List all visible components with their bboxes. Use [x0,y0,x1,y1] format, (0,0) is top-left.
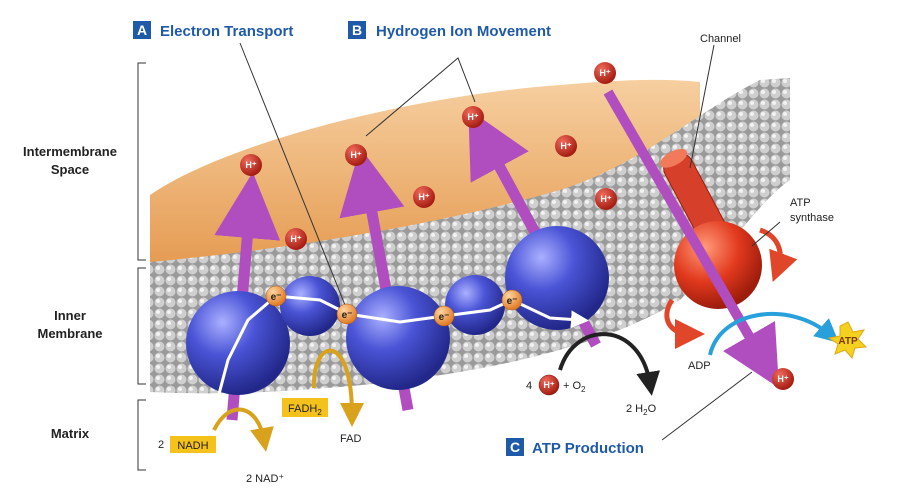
hydrogen-ion-label: H⁺ [777,374,788,384]
label-atp-synthase-line1: ATP [790,197,811,209]
badge-c [506,438,524,456]
hydrogen-ion: H⁺ [595,188,617,210]
hydrogen-ion-label: H⁺ [467,112,478,122]
protein-complex-2 [280,276,340,336]
hydrogen-ion-label: H⁺ [599,68,610,78]
badge-c-letter: C [510,439,520,455]
water-formation-arrow [558,332,660,396]
electron: e⁻ [501,289,523,311]
synthase-rotation-arrow-left [664,298,705,349]
hydrogen-ion-reaction-label: H⁺ [543,380,554,390]
hydrogen-ion: H⁺ [345,144,367,166]
label-nadh-coefficient: 2 [158,439,164,451]
label-oxygen-subscript: 2 [581,385,586,394]
nadh-oxidation-arrow [212,407,274,452]
label-intermembrane-line1: Intermembrane [23,144,117,159]
nadh-box [170,436,216,453]
bracket-matrix [137,399,146,471]
hydrogen-ion: H⁺ [555,135,577,157]
fadh2-oxidation-arrow [311,348,364,427]
label-water-oxygen: O [648,403,657,415]
label-channel: Channel [700,33,741,45]
channel-top [660,148,688,168]
label-fad: FAD [340,433,361,445]
header-atp-production: ATP Production [532,440,644,457]
label-inner-line2: Membrane [37,326,102,341]
hydrogen-ion-label: H⁺ [350,150,361,160]
hydrogen-ion: H⁺ [772,368,794,390]
badge-a [133,21,151,39]
hydrogen-ion: H⁺ [413,186,435,208]
badge-b-letter: B [352,22,362,38]
hydrogen-ion: H⁺ [462,106,484,128]
label-proton-coefficient: 4 [526,380,532,392]
label-matrix: Matrix [51,426,90,441]
label-fadh2-subscript: 2 [317,408,322,417]
label-atp: ATP [838,336,858,347]
fadh2-box [282,398,328,417]
synthase-rotation-arrow-right [759,227,798,283]
header-hydrogen-ion-movement: Hydrogen Ion Movement [376,23,551,40]
badge-a-letter: A [137,22,147,38]
label-oxygen-main: + O [563,380,581,392]
label-fadh2: FADH2 [288,403,322,417]
label-water: 2 H2O [626,403,657,417]
electron-label: e⁻ [342,310,353,321]
label-oxygen: + O2 [563,380,586,394]
leader-channel [689,44,715,169]
adp-to-atp-arrow [708,312,840,356]
electron-label: e⁻ [507,296,518,307]
electron: e⁻ [265,285,287,307]
label-fadh2-main: FADH [288,403,317,415]
protein-complex-3 [346,286,450,390]
hydrogen-ion: H⁺ [285,228,307,250]
label-nadh: NADH [177,440,208,452]
hydrogen-ion-reaction [538,374,560,396]
label-water-main: 2 H [626,403,643,415]
label-water-subscript: 2 [643,408,648,417]
leader-a [239,42,346,306]
electron-label: e⁻ [439,312,450,323]
protein-complex-4 [445,275,505,335]
electron: e⁻ [433,305,455,327]
leader-b [365,57,476,137]
label-atp-synthase-line2: synthase [790,212,834,224]
hydrogen-ion-label: H⁺ [560,141,571,151]
badge-b [348,21,366,39]
electron: e⁻ [336,303,358,325]
bracket-inner-membrane [137,267,146,385]
leader-c [661,371,753,441]
hydrogen-ion: H⁺ [594,62,616,84]
proton-arrow-synthase [603,89,780,388]
bracket-intermembrane [137,62,146,261]
atp-star-icon [827,321,868,360]
hydrogen-ion-label: H⁺ [600,194,611,204]
protein-complex-5 [505,226,609,330]
hydrogen-ion-label: H⁺ [290,234,301,244]
hydrogen-ion: H⁺ [240,154,262,176]
header-electron-transport: Electron Transport [160,23,293,40]
hydrogen-ion-label: H⁺ [245,160,256,170]
label-inner-line1: Inner [54,308,86,323]
hydrogen-ion-label: H⁺ [418,192,429,202]
label-nad-plus: 2 NAD⁺ [246,473,284,485]
label-intermembrane-line2: Space [51,162,89,177]
electron-label: e⁻ [271,292,282,303]
label-adp: ADP [688,360,711,372]
leader-synthase [751,221,781,247]
